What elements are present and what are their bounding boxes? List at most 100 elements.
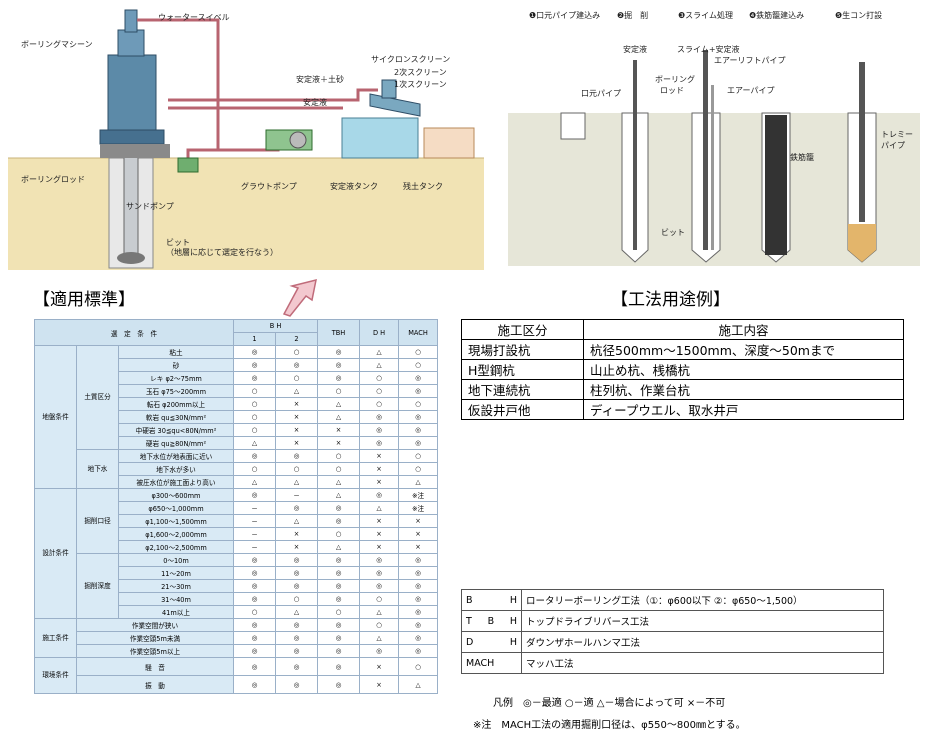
condition-label: 0〜10m [118,553,234,567]
table-row: 玉石 φ75〜200mm○△○○◎ [35,384,439,398]
boring-system-diagram: ウォータースイベル ボーリングマシーン サイクロンスクリーン 2次スクリーン 1… [8,0,484,270]
rating-cell: ◎ [359,488,400,502]
label-fluid: 安定液 [303,98,327,107]
step-4: ❹鉄筋籠建込み [749,11,805,20]
group-design: 設計条件 [34,488,77,619]
rating-cell: ○ [359,618,400,632]
rating-cell: ◎ [317,553,361,567]
rating-cell: ※注 [398,501,439,515]
table-row: 環境条件騒 音◎◎◎×○ [34,657,439,694]
subgroup-depth: 掘削深度 [76,553,119,619]
rating-cell: ○ [233,605,276,619]
label-screen-2: 2次スクリーン [394,68,447,77]
table-row: 地下水地下水位が地表面に近い◎◎○×○ [35,449,439,489]
label-boring-rod: ボーリングロッド [21,175,85,184]
table-row: 21〜30m◎◎◎◎◎ [35,579,439,593]
process-steps-illustration [505,0,930,270]
label-water-swivel: ウォータースイベル [158,13,230,22]
rating-cell: ◎ [398,423,439,437]
table-row: 地盤条件土質区分粘土◎○◎△○ [34,345,439,489]
rating-cell: × [359,540,400,554]
rating-cell: △ [359,358,400,372]
usage-title: 【工法用途例】 [611,290,730,310]
rating-cell: ◎ [233,631,276,645]
rating-cell: × [359,462,400,476]
rating-cell: ◎ [317,566,361,580]
label-fluid-tank: 安定液タンク [330,182,378,191]
label-sand-pump: サンドポンプ [126,202,174,211]
condition-label: 41m以上 [118,605,234,619]
usage-header-category: 施工区分 [461,319,584,340]
table-row: 地下水が多い○○○×○ [35,462,439,476]
rating-cell: ◎ [274,501,319,515]
rating-cell: ◎ [359,644,400,658]
table-row: 中硬岩 30≦qu<80N/mm²○××◎◎ [35,423,439,437]
label-rod-2: ロッド [660,86,684,95]
rating-cell: △ [317,410,361,424]
rating-cell: － [274,488,319,502]
rating-cell: ○ [274,345,319,359]
rating-cell: △ [233,475,276,489]
rating-cell: ○ [398,397,439,411]
rating-cell: ◎ [233,371,276,385]
usage-header-row: 施工区分 施工内容 [461,319,904,340]
rating-cell: ○ [233,384,276,398]
rating-cell: ◎ [317,501,361,515]
table-row: MACH マッハ工法 [461,652,884,674]
label-fluid-2: 安定液 [623,45,647,54]
rating-cell: ○ [398,358,439,372]
table-row: H型鋼杭 山止め杭、桟橋杭 [461,359,904,380]
rating-cell: ◎ [317,358,361,372]
header-mach: MACH [398,319,439,346]
usage-content: 杭径500mm〜1500mm、深度〜50mまで [583,339,904,360]
usage-content: ディープウエル、取水井戸 [583,399,904,420]
table-row: B H ロータリーボーリング工法（①：φ600以下 ②：φ650〜1,500） [461,589,884,611]
rating-cell: ○ [359,397,400,411]
step-3: ❸スライム処理 [678,11,734,20]
condition-label: φ650〜1,000mm [118,501,234,515]
rating-cell: △ [317,540,361,554]
table-row: 振 動◎◎◎×△ [35,675,439,694]
rating-cell: ◎ [317,592,361,606]
rating-cell: ○ [274,462,319,476]
rating-cell: ◎ [398,566,439,580]
label-mouth-pipe: 口元パイプ [581,89,621,98]
rating-cell: △ [398,475,439,489]
rating-cell: － [233,501,276,515]
rating-cell: ◎ [233,566,276,580]
usage-category: H型鋼杭 [461,359,584,380]
rating-cell: ○ [317,462,361,476]
rating-cell: × [359,514,400,528]
abbr-key: B H [461,589,522,611]
subgroup-diameter: 掘削口径 [76,488,119,554]
rating-cell: ○ [359,371,400,385]
subgroup-groundwater: 地下水 [76,449,119,489]
table-row: 硬岩 qu≧80N/mm²△××◎◎ [35,436,439,450]
table-row: 31〜40m◎○◎○◎ [35,592,439,606]
rating-cell: △ [233,436,276,450]
pointer-arrow-icon [282,278,317,317]
rating-cell: × [398,540,439,554]
usage-category: 地下連続杭 [461,379,584,400]
table-row: 作業空頭5m以上◎◎◎◎◎ [35,644,439,658]
table-row: 砂◎◎◎△○ [35,358,439,372]
rating-cell: ◎ [317,514,361,528]
rating-cell: ◎ [274,579,319,593]
rating-cell: △ [317,397,361,411]
label-tremie-2: パイプ [881,141,905,150]
rating-cell: ○ [317,449,361,463]
criteria-title: 【適用標準】 [33,290,135,310]
rating-cell: △ [317,488,361,502]
rating-cell: ◎ [233,553,276,567]
rating-cell: × [317,423,361,437]
usage-header-content: 施工内容 [583,319,904,340]
rating-cell: ◎ [274,566,319,580]
rating-cell: ◎ [398,605,439,619]
rating-cell: ○ [398,462,439,476]
condition-label: φ1,100〜1,500mm [118,514,234,528]
label-soil-tank: 残土タンク [403,182,443,191]
rating-cell: × [359,449,400,463]
table-row: φ1,600〜2,000mm－×○×× [35,527,439,541]
abbr-text: トップドライブリバース工法 [521,610,884,632]
